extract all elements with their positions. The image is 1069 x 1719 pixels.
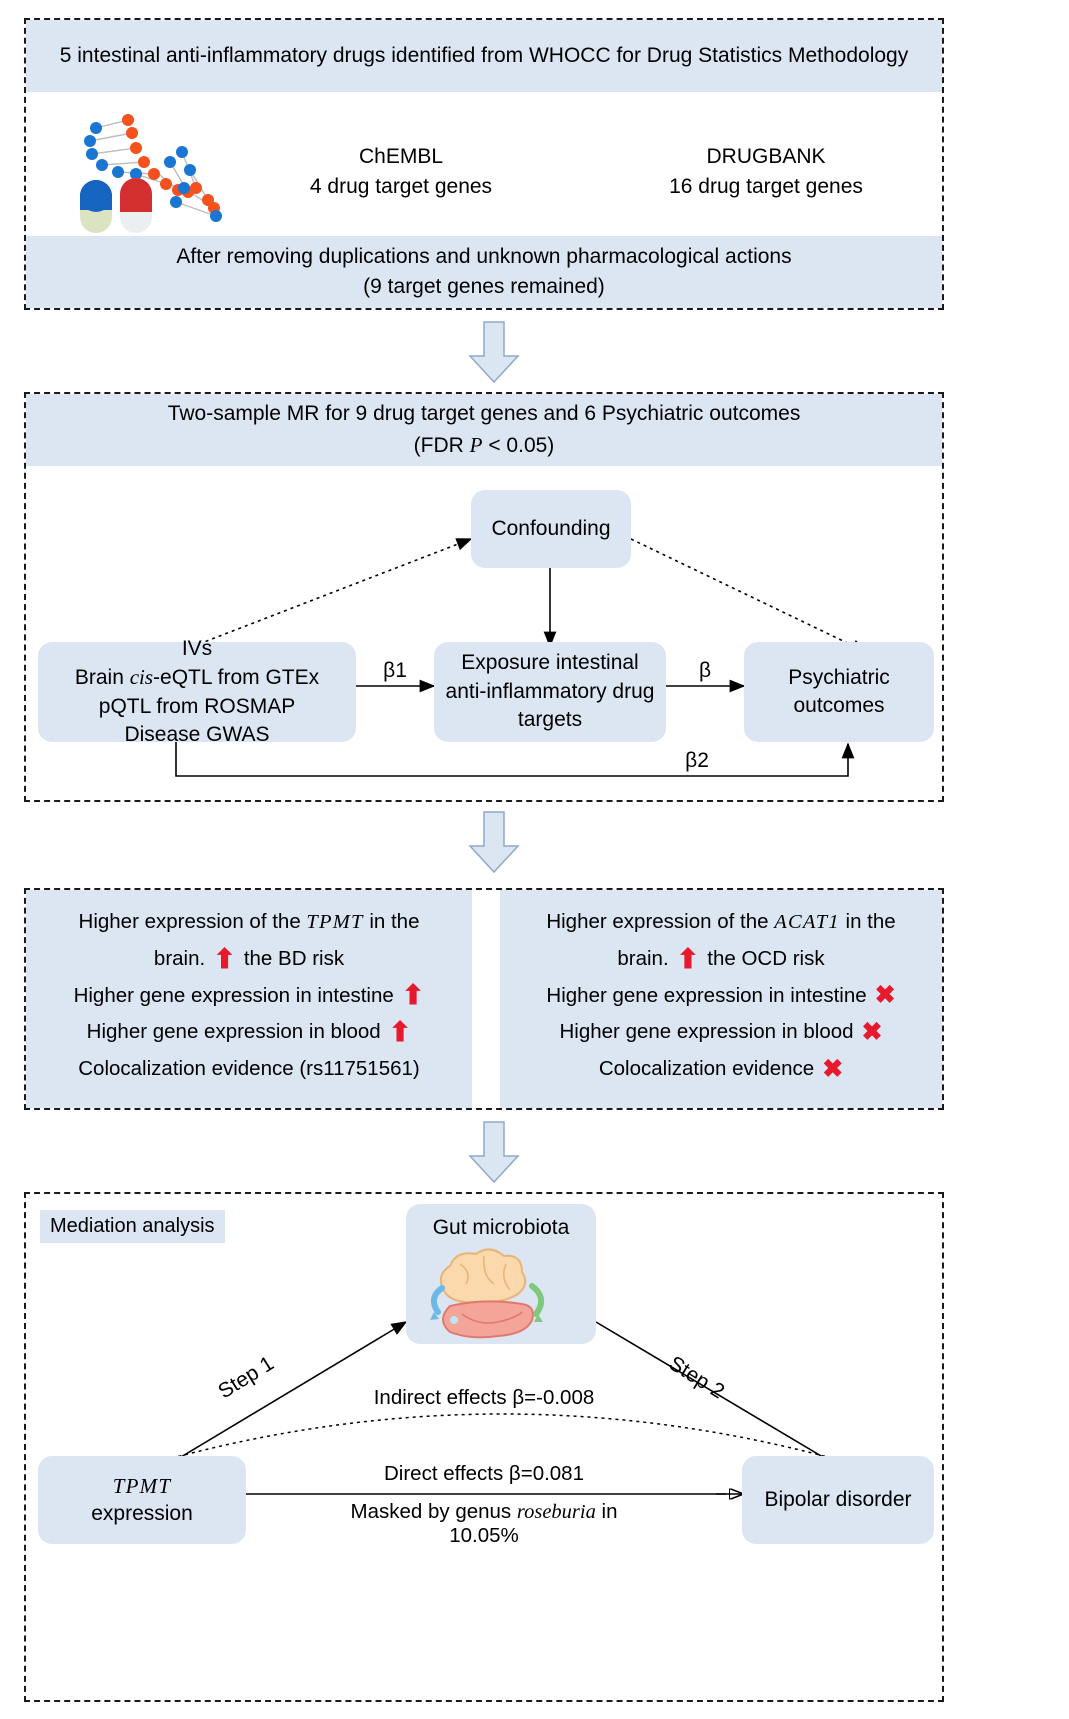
up-arrow-icon: ⬆ [388,1017,412,1048]
tpmt-gene-name: TPMT [112,1473,172,1498]
ivs-title: IVs [181,636,213,660]
beta1-label: β1 [383,659,407,682]
acat1-row-blood: Higher gene expression in blood ✖ [559,1018,883,1047]
finding-acat1-block: Higher expression of the ACAT1 in the br… [500,890,942,1108]
panel1-header: 5 intestinal anti-inflammatory drugs ide… [26,20,942,92]
cross-mark-icon: ✖ [874,981,896,1010]
tpmt-expression-box: TPMT expression [38,1456,246,1544]
masked-line2: 10.05% [449,1524,519,1547]
drugbank-block: DRUGBANK 16 drug target genes [626,142,906,203]
cross-mark-icon: ✖ [822,1055,844,1084]
outcome-box: Psychiatric outcomes [744,642,934,742]
exposure-box: Exposure intestinal anti-inflammatory dr… [434,642,666,742]
ivs-line-gwas: Disease GWAS [124,722,270,746]
finding-tpmt-block: Higher expression of the TPMT in the bra… [26,890,472,1108]
beta2-label: β2 [685,749,709,772]
panel2-header: Two-sample MR for 9 drug target genes an… [26,394,942,466]
tpmt-gene-name: TPMT [306,911,364,933]
drugbank-detail: 16 drug target genes [669,175,863,199]
ivs-line-eqtl: Brain cis-eQTL from GTEx [74,665,320,690]
bipolar-disorder-box: Bipolar disorder [742,1456,934,1544]
ivs-line-pqtl: pQTL from ROSMAP [98,694,296,718]
panel-two-sample-mr: Two-sample MR for 9 drug target genes an… [24,392,944,802]
indirect-effect-label: Indirect effects β=-0.008 [373,1386,595,1409]
direct-effect-label: Direct effects β=0.081 [383,1462,584,1485]
acat1-gene-name: ACAT1 [774,911,840,933]
acat1-line1: Higher expression of the ACAT1 in the [546,910,896,933]
up-arrow-icon: ⬆ [401,980,425,1011]
panel-gene-findings: Higher expression of the TPMT in the bra… [24,888,944,1110]
tpmt-row-blood: Higher gene expression in blood ⬆ [86,1017,412,1048]
masked-effect-label: Masked by genus roseburia in 10.05% [26,1500,942,1548]
acat1-row-intestine: Higher gene expression in intestine ✖ [546,981,896,1010]
masked-line1: Masked by genus roseburia in [350,1500,618,1523]
mediation-title: Mediation analysis [40,1210,225,1243]
dna-pills-icon [66,108,226,233]
gut-microbiota-label: Gut microbiota [432,1216,570,1239]
ivs-box: IVs Brain cis-eQTL from GTEx pQTL from R… [38,637,356,746]
cis-italic: cis [129,665,154,690]
acat1-line2: brain. ⬆ the OCD risk [617,943,825,974]
p-value-symbol: P [469,432,483,457]
brain-gut-icon [426,1242,576,1339]
acat1-row-coloc: Colocalization evidence ✖ [598,1055,844,1084]
tpmt-row-coloc: Colocalization evidence (rs11751561) [78,1057,420,1081]
panel-drug-identification: 5 intestinal anti-inflammatory drugs ide… [24,18,944,310]
chembl-block: ChEMBL 4 drug target genes [276,142,526,203]
roseburia-italic: roseburia [516,1501,596,1523]
panel-mediation-analysis: Mediation analysis Gut microbiota [24,1192,944,1702]
chembl-detail: 4 drug target genes [309,175,493,199]
panel2-header-line2: (FDR P < 0.05) [413,432,555,457]
panel1-footer: After removing duplications and unknown … [26,236,942,308]
panel1-footer-line1: After removing duplications and unknown … [176,244,792,268]
panel1-footer-line2: (9 target genes remained) [363,275,605,298]
drugbank-name: DRUGBANK [706,145,826,168]
beta-label: β [698,659,712,682]
confounding-box: Confounding [471,490,631,568]
up-arrow-icon: ⬆ [213,943,236,974]
cross-mark-icon: ✖ [861,1018,883,1047]
chembl-name: ChEMBL [358,145,444,168]
tpmt-line1: Higher expression of the TPMT in the [78,910,420,933]
gut-microbiota-box: Gut microbiota [406,1204,596,1344]
up-arrow-icon: ⬆ [676,943,700,974]
tpmt-expression-label: expression [91,1502,193,1525]
tpmt-line2: brain. ⬆ the BD risk [153,943,345,974]
tpmt-row-intestine: Higher gene expression in intestine ⬆ [73,980,425,1011]
panel2-header-line1: Two-sample MR for 9 drug target genes an… [167,402,801,426]
